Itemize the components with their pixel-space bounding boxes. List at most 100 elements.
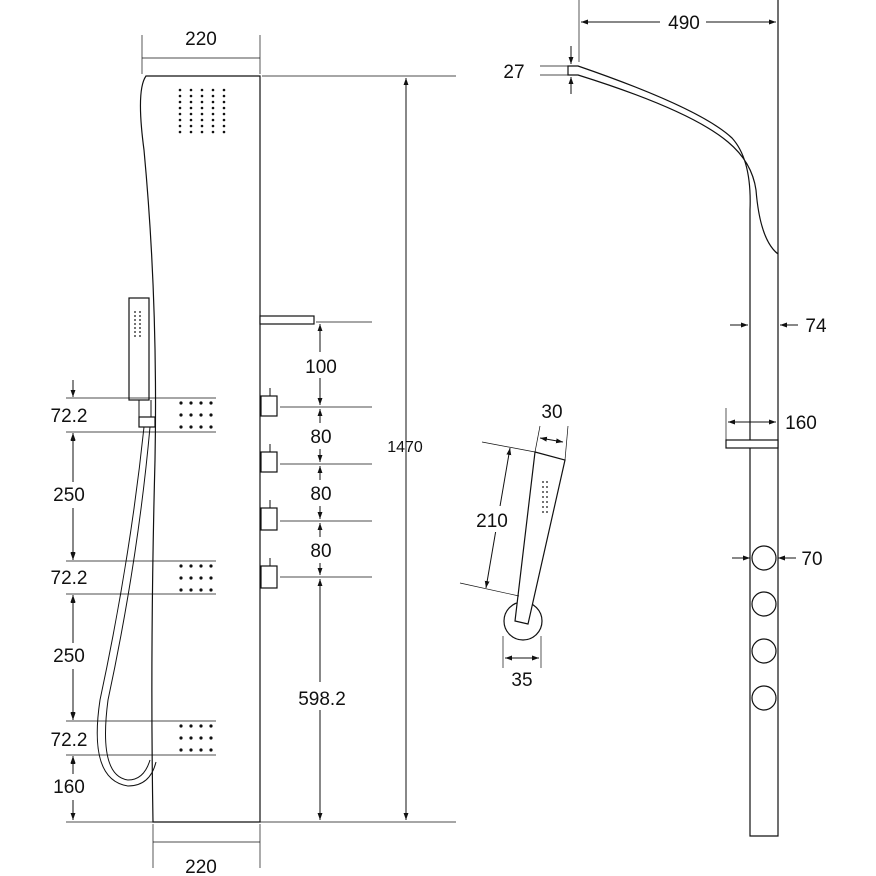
nozzle-dot (179, 588, 183, 592)
nozzle-dot (178, 118, 182, 122)
rain-shower-nozzles (178, 88, 226, 134)
nozzle-dot (200, 124, 204, 128)
side-tub-spout (725, 439, 779, 449)
hand-shower-detail: 210 30 35 (459, 402, 569, 691)
nozzle-dot (211, 124, 215, 128)
nozzle-dot (199, 748, 203, 752)
front-view: 220 220 1470 100 80 80 80 598.2 (46, 29, 456, 876)
nozzle-dot (542, 486, 544, 488)
nozzle-dot (199, 413, 203, 417)
nozzle-dot (546, 481, 548, 483)
nozzle-dot (139, 319, 141, 321)
body-jet-3 (179, 724, 213, 752)
nozzle-dot (189, 413, 193, 417)
nozzle-dot (134, 327, 136, 329)
dim-jet-gap-1: 250 (53, 485, 85, 506)
nozzle-dot (179, 401, 183, 405)
nozzle-dot (542, 491, 544, 493)
nozzle-dot (209, 576, 213, 580)
nozzle-dot (222, 118, 226, 122)
tub-spout (259, 315, 315, 325)
shower-hose (96, 426, 157, 787)
dim-spout-to-knob: 100 (305, 357, 337, 378)
nozzle-dot (546, 506, 548, 508)
nozzle-dot (178, 106, 182, 110)
nozzle-dot (189, 88, 193, 92)
nozzle-dot (139, 323, 141, 325)
body-jet-2 (179, 564, 213, 592)
nozzle-dot (189, 588, 193, 592)
nozzle-dot (211, 94, 215, 98)
nozzle-dot (178, 100, 182, 104)
dim-jet-height-3: 72.2 (51, 730, 88, 751)
nozzle-dot (189, 100, 193, 104)
nozzle-dot (178, 94, 182, 98)
nozzle-dot (134, 315, 136, 317)
nozzle-dot (211, 130, 215, 134)
nozzle-dot (222, 100, 226, 104)
nozzle-dot (189, 724, 193, 728)
nozzle-dot (179, 736, 183, 740)
nozzle-dot (178, 112, 182, 116)
nozzle-dot (134, 311, 136, 313)
dim-side-top-reach: 490 (668, 13, 700, 34)
nozzle-dot (139, 327, 141, 329)
nozzle-dot (542, 511, 544, 513)
nozzle-dot (546, 501, 548, 503)
dim-jet-gap-2: 250 (53, 646, 85, 667)
dim-jet-height-1: 72.2 (51, 406, 88, 427)
nozzle-dot (134, 331, 136, 333)
nozzle-dot (189, 425, 193, 429)
nozzle-dot (546, 511, 548, 513)
front-panel-body (139, 75, 261, 823)
nozzle-dot (134, 335, 136, 337)
dim-side-knob-diameter: 70 (801, 549, 822, 570)
nozzle-dot (189, 736, 193, 740)
nozzle-dot (139, 315, 141, 317)
nozzle-dot (211, 100, 215, 104)
nozzle-dot (546, 491, 548, 493)
nozzle-dot (200, 100, 204, 104)
side-knob-2 (751, 591, 777, 617)
nozzle-dot (222, 112, 226, 116)
nozzle-dot (139, 331, 141, 333)
dim-handshower-width: 30 (541, 402, 562, 423)
nozzle-dot (139, 311, 141, 313)
nozzle-dot (199, 564, 203, 568)
nozzle-dot (209, 413, 213, 417)
nozzle-dot (189, 124, 193, 128)
body-jet-1 (179, 401, 213, 429)
nozzle-dot (200, 112, 204, 116)
dim-bottom-to-control: 598.2 (298, 689, 346, 710)
nozzle-dot (200, 94, 204, 98)
side-view: 27 490 74 160 70 (503, 0, 827, 837)
nozzle-dot (211, 88, 215, 92)
nozzle-dot (209, 401, 213, 405)
nozzle-dot (209, 736, 213, 740)
side-knob-1 (751, 545, 777, 571)
nozzle-dot (134, 319, 136, 321)
dim-handshower-length: 210 (476, 511, 508, 532)
nozzle-dot (222, 88, 226, 92)
nozzle-dot (189, 94, 193, 98)
dim-side-body-depth: 74 (805, 316, 827, 337)
nozzle-dot (189, 576, 193, 580)
dim-jet-height-2: 72.2 (51, 568, 88, 589)
nozzle-dot (200, 106, 204, 110)
nozzle-dot (199, 724, 203, 728)
dim-knob-spacing-3: 80 (310, 541, 331, 562)
dim-side-head-thickness: 27 (503, 62, 524, 83)
dim-bottom-160: 160 (53, 777, 85, 798)
nozzle-dot (200, 130, 204, 134)
nozzle-dot (179, 576, 183, 580)
nozzle-dot (209, 724, 213, 728)
dim-side-spout-depth: 160 (785, 413, 817, 434)
nozzle-dot (200, 88, 204, 92)
nozzle-dot (222, 94, 226, 98)
nozzle-dot (546, 486, 548, 488)
nozzle-dot (211, 106, 215, 110)
nozzle-dot (222, 130, 226, 134)
nozzle-dot (209, 748, 213, 752)
nozzle-dot (209, 425, 213, 429)
